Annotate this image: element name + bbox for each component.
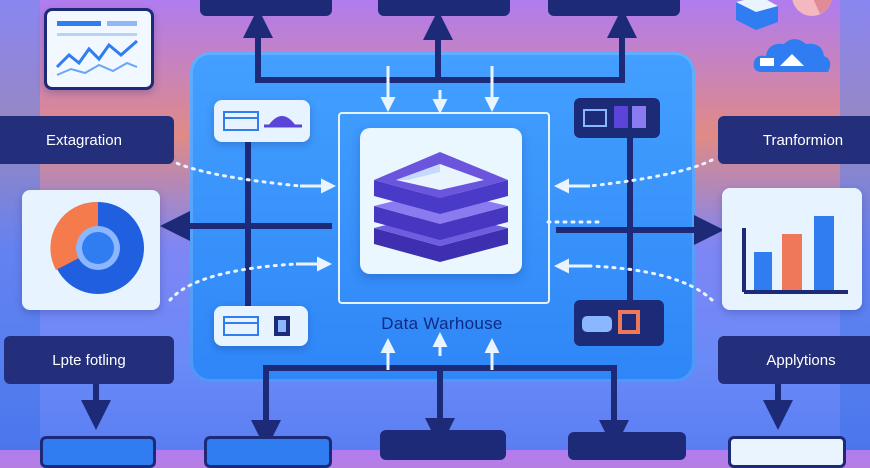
warehouse-card[interactable] <box>360 128 522 274</box>
bottom-node-1 <box>40 436 156 468</box>
donut-chart-card <box>22 190 160 310</box>
bottom-node-4 <box>568 432 686 460</box>
label-top-right[interactable]: Tranformion <box>718 116 870 164</box>
module-icon-right-top <box>574 98 660 138</box>
line-chart-icon <box>55 21 138 76</box>
label-top-left[interactable]: Extagration <box>0 116 174 164</box>
input-card-left-top <box>214 100 310 142</box>
database-stack-icon <box>374 152 508 262</box>
label-bottom-right[interactable]: Applytions <box>718 336 870 384</box>
bottom-node-5 <box>728 436 846 468</box>
bar-chart-card <box>722 188 862 310</box>
bottom-node-3 <box>380 430 506 460</box>
cube-icon <box>730 0 784 30</box>
line-chart-monitor <box>44 8 154 90</box>
donut-chart-icon <box>50 201 144 294</box>
pie-chart-icon <box>790 0 840 24</box>
module-icon-right-bottom <box>574 300 664 346</box>
warehouse-frame <box>338 112 550 304</box>
label-bottom-left[interactable]: Lpte fotling <box>4 336 174 384</box>
bottom-node-2 <box>204 436 332 468</box>
input-card-left-bottom <box>214 306 308 346</box>
warehouse-label: Data Warhouse <box>381 314 503 333</box>
cloud-icon <box>750 30 834 80</box>
bar-chart-icon <box>742 216 848 294</box>
